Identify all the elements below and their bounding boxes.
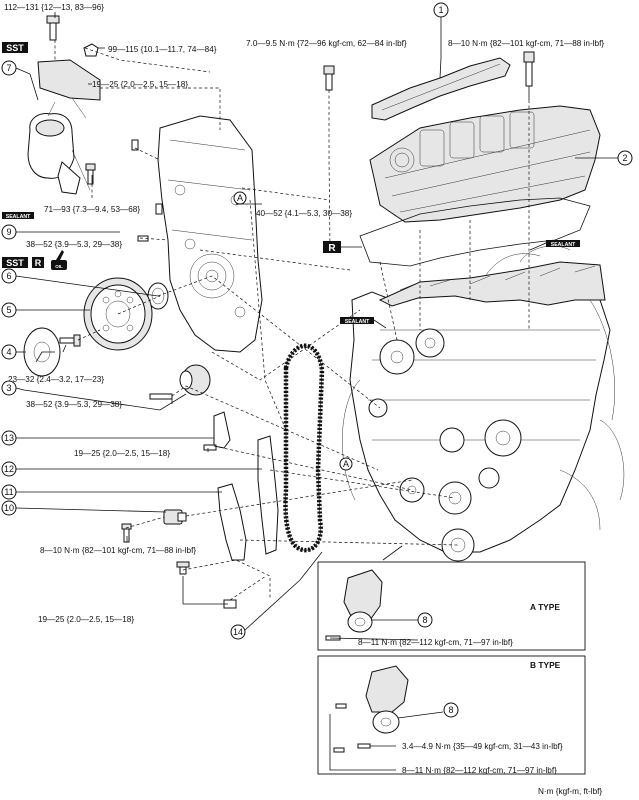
torque-spec-3: 19—25 {2.0—2.5, 15—18} — [92, 80, 188, 89]
callout-9: 9 — [1, 224, 17, 240]
sealant-badge-left: SEALANT — [2, 212, 34, 220]
svg-text:5: 5 — [6, 305, 11, 315]
callout-4: 4 — [1, 344, 17, 360]
head-cover-bolt — [323, 65, 335, 91]
callout-8-a-type: 8 — [417, 612, 433, 628]
svg-text:OIL: OIL — [55, 264, 63, 269]
chain-tensioner — [163, 509, 187, 525]
torque-spec-7: 40—52 {4.1—5.3, 30—38} — [256, 209, 352, 218]
svg-text:14: 14 — [233, 627, 243, 637]
ignition-coil-cover — [371, 57, 511, 121]
torque-spec-12: 8—10 N·m {82—101 kgf-cm, 71—88 in-lbf} — [40, 546, 196, 555]
svg-text:SST: SST — [6, 258, 24, 268]
sealant-badge-engine-top: SEALANT — [529, 240, 580, 251]
torque-spec-11: 19—25 {2.0—2.5, 15—18} — [74, 449, 170, 458]
callout-12: 12 — [1, 461, 17, 477]
torque-spec-14: 8—11 N·m {82—112 kgf-cm, 71—97 in-lbf} — [358, 638, 513, 647]
torque-spec-4: 7.0—9.5 N·m {72—96 kgf-cm, 62—84 in-lbf} — [246, 39, 407, 48]
svg-text:SEALANT: SEALANT — [6, 214, 31, 220]
torque-spec-10: 38—52 {3.9—5.3, 29—38} — [26, 400, 122, 409]
svg-text:A: A — [343, 459, 349, 469]
svg-text:13: 13 — [4, 433, 14, 443]
torque-spec-2: 99—115 {10.1—11.7, 74—84} — [108, 45, 217, 54]
replace-badge-gasket: R — [323, 241, 362, 254]
callout-5: 5 — [1, 302, 17, 318]
callout-11: 11 — [1, 484, 17, 500]
callout-markers: 1 2 3 4 5 6 7 8 — [1, 2, 633, 718]
callout-8-b-type: 8 — [443, 702, 459, 718]
svg-text:8: 8 — [422, 615, 427, 625]
svg-text:1: 1 — [438, 5, 443, 15]
pulley-bolt — [59, 334, 81, 347]
svg-text:11: 11 — [4, 487, 13, 497]
sealant-badge-engine-mid: SEALANT — [340, 317, 387, 329]
callout-3: 3 — [1, 380, 17, 396]
svg-text:A: A — [237, 193, 243, 203]
torque-specs: 112—131 {12—13, 83—96} 99—115 {10.1—11.7… — [4, 3, 604, 796]
svg-text:7: 7 — [6, 63, 11, 73]
svg-text:R: R — [328, 243, 336, 254]
callout-14: 14 — [230, 624, 246, 640]
timing-chain — [283, 343, 325, 553]
reference-a-markers: A A — [233, 191, 353, 471]
b-type-label: B TYPE — [530, 660, 561, 670]
sst-badge-top: SST — [2, 42, 28, 53]
torque-spec-1: 112—131 {12—13, 83—96} — [4, 3, 104, 12]
assembly-lines — [54, 40, 530, 601]
head-cover-gasket — [359, 197, 591, 267]
callout-10: 10 — [1, 500, 17, 516]
svg-text:12: 12 — [4, 464, 14, 474]
engine-front-cover — [157, 115, 263, 353]
engine-mount — [27, 15, 101, 195]
callout-1: 1 — [433, 2, 449, 18]
chain-guide-small — [213, 411, 231, 449]
idler-pulley — [149, 364, 211, 400]
spark-plug — [523, 51, 535, 100]
torque-spec-15: 3.4—4.9 N·m {35—49 kgf-cm, 31—43 in-lbf} — [402, 742, 563, 751]
oil-can-icon: OIL — [51, 250, 67, 270]
a-type-box — [317, 545, 586, 651]
torque-spec-13: 19—25 {2.0—2.5, 15—18} — [38, 615, 134, 624]
callout-2: 2 — [617, 150, 633, 166]
svg-text:3: 3 — [6, 383, 11, 393]
svg-text:SEALANT: SEALANT — [551, 242, 576, 248]
b-type-box — [317, 655, 586, 775]
svg-text:9: 9 — [6, 227, 11, 237]
chain-guide — [257, 435, 279, 555]
callout-6: 6 — [1, 268, 17, 284]
torque-spec-5: 8—10 N·m {82—101 kgf-cm, 71—88 in-lbf} — [448, 39, 604, 48]
torque-spec-6: 71—93 {7.3—9.4, 53—68} — [44, 205, 140, 214]
svg-text:10: 10 — [4, 503, 14, 513]
callout-13: 13 — [1, 430, 17, 446]
sst-badge-mid: SST — [2, 257, 28, 268]
svg-text:SST: SST — [6, 43, 24, 53]
svg-text:8: 8 — [448, 705, 453, 715]
svg-text:SEALANT: SEALANT — [345, 319, 370, 325]
torque-spec-9: 23—32 {2.4—3.2, 17—23} — [8, 375, 104, 384]
a-type-label: A TYPE — [530, 602, 560, 612]
unit-note: N·m {kgf-m, ft-lbf} — [538, 787, 602, 796]
svg-text:6: 6 — [6, 271, 11, 281]
callout-7: 7 — [1, 60, 17, 76]
leader-lines — [15, 12, 618, 631]
svg-text:R: R — [35, 258, 42, 268]
svg-text:4: 4 — [6, 347, 11, 357]
replace-badge-mid: R — [32, 257, 44, 268]
engine-block — [342, 245, 625, 562]
cylinder-head-cover — [369, 105, 601, 223]
tensioner-arm — [217, 483, 247, 561]
torque-spec-16: 8—11 N·m {82—112 kgf-cm, 71—97 in-lbf} — [402, 766, 557, 775]
torque-spec-8: 38—52 {3.9—5.3, 29—38} — [26, 240, 122, 249]
svg-text:2: 2 — [622, 153, 627, 163]
